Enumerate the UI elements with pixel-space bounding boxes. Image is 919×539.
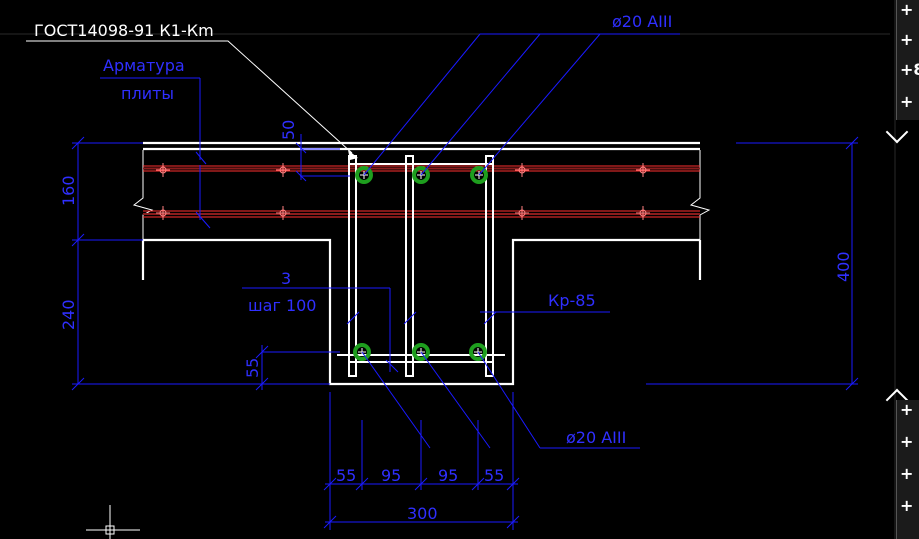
section-outline (132, 141, 711, 386)
slab-rebar-label-2: плиты (121, 84, 174, 103)
side-plus-2[interactable]: + (900, 30, 914, 49)
slab-rebar (143, 165, 700, 218)
side-plus-8[interactable]: + (900, 496, 914, 515)
dim-total-height: 400 (834, 251, 853, 282)
dim-width: 300 (407, 504, 438, 523)
main-bars (353, 166, 488, 361)
side-toolbar-top[interactable] (896, 0, 919, 120)
dim-rib-height: 240 (59, 299, 78, 330)
stirrup-step: шаг 100 (248, 296, 316, 315)
gost-label: ГОСТ14098-91 К1-Кm (34, 21, 214, 40)
dim-spacing-2: 95 (381, 466, 401, 485)
dim-spacing-3: 95 (438, 466, 458, 485)
frame-label: Кр-85 (548, 291, 596, 310)
side-plus-6[interactable]: + (900, 432, 914, 451)
dim-spacing-4: 55 (484, 466, 504, 485)
side-toolbar-bottom[interactable] (896, 400, 919, 539)
dim-slab-height: 160 (59, 175, 78, 206)
side-plus-4[interactable]: + (900, 92, 914, 111)
ucs-icon (86, 505, 140, 539)
top-bar-3 (470, 166, 488, 184)
side-plus-7[interactable]: + (900, 464, 914, 483)
dimension-lines (71, 136, 859, 530)
top-bar-label: ø20 AIII (612, 12, 672, 31)
bar-centers (358, 171, 483, 356)
dim-cover-bottom: 55 (243, 358, 262, 378)
side-plus-1[interactable]: + (900, 0, 914, 19)
stirrup-count: 3 (281, 269, 291, 288)
drawing-labels: ГОСТ14098-91 К1-Кm Арматура плиты ø20 AI… (34, 12, 853, 523)
top-bar-1 (355, 166, 373, 184)
slab-rebar-label-1: Арматура (103, 56, 185, 75)
side-plus-5[interactable]: + (900, 400, 914, 419)
bottom-bar-label: ø20 AIII (566, 428, 626, 447)
bottom-bar-3 (469, 343, 487, 361)
bottom-bar-1 (353, 343, 371, 361)
leader-lines (26, 33, 680, 449)
dim-cover-top: 50 (279, 120, 298, 140)
side-plus-3[interactable]: +8 (900, 60, 919, 79)
dim-spacing-1: 55 (336, 466, 356, 485)
top-bar-2 (412, 166, 430, 184)
bottom-bar-2 (412, 343, 430, 361)
slab-rebar-nodes (156, 163, 650, 220)
grid-lines (0, 0, 896, 539)
